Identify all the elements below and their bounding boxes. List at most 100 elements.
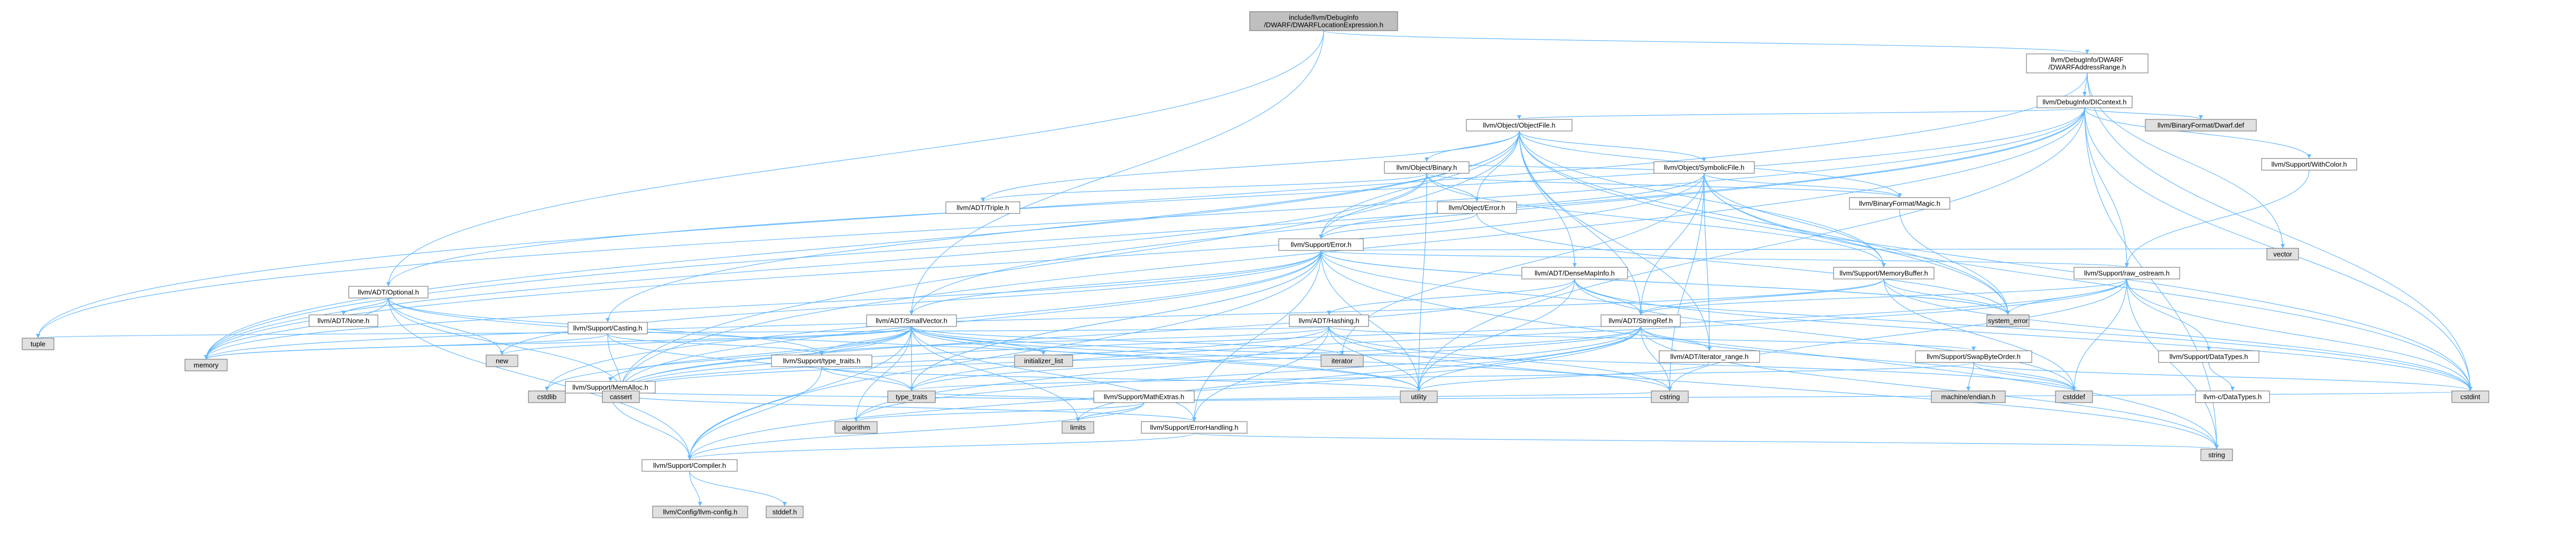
edge-compiler-to-llvmconfig: [689, 471, 701, 507]
edge-arrowhead: [2215, 445, 2219, 449]
node-cstddef: cstddef: [2055, 390, 2093, 403]
edge-optional-to-none: [343, 297, 389, 315]
node-box: [2261, 158, 2357, 171]
node-root[interactable]: include/llvm/DebugInfo/DWARF/DWARFLocati…: [1249, 11, 1398, 31]
edge-objfile-to-densemapinfo: [1519, 130, 1575, 268]
node-box: [1141, 421, 1248, 434]
node-box: [2451, 390, 2489, 403]
node-objerror[interactable]: llvm/Object/Error.h: [1437, 201, 1517, 214]
node-typetraits[interactable]: llvm/Support/type_traits.h: [771, 355, 872, 367]
edge-stringref-to-limits: [1077, 326, 1641, 422]
node-densemapinfo[interactable]: llvm/ADT/DenseMapInfo.h: [1521, 267, 1628, 279]
edge-smallvector-to-iterator: [911, 326, 1343, 356]
node-box: [568, 322, 648, 334]
edge-binary-to-memory: [206, 173, 1427, 360]
node-box: [309, 314, 378, 327]
node-smallvector[interactable]: llvm/ADT/SmallVector.h: [866, 314, 957, 327]
node-hashing[interactable]: llvm/ADT/Hashing.h: [1289, 314, 1369, 327]
node-label: llvm/BinaryFormat/Dwarf.def: [2157, 122, 2244, 129]
node-llvmconfig: llvm/Config/llvm-config.h: [652, 506, 748, 518]
node-cstdint: cstdint: [2451, 390, 2489, 403]
edge-withcolor-to-rawostream: [2126, 170, 2310, 268]
edge-superror-to-utility: [1320, 250, 1419, 391]
node-memalloc[interactable]: llvm/Support/MemAlloc.h: [565, 381, 656, 394]
edge-errhandling-to-compiler: [689, 433, 1195, 460]
node-label: llvm/BinaryFormat/Magic.h: [1859, 200, 1940, 208]
edge-objfile-to-cstdint: [1519, 130, 2471, 391]
edge-hashing-to-algorithm: [855, 326, 1329, 422]
node-label: llvm/ADT/StringRef.h: [1608, 317, 1672, 325]
node-mathextras[interactable]: llvm/Support/MathExtras.h: [1093, 390, 1195, 403]
node-withcolor[interactable]: llvm/Support/WithColor.h: [2261, 158, 2357, 171]
node-dictx[interactable]: llvm/DebugInfo/DIContext.h: [2036, 96, 2133, 108]
node-box: [1849, 197, 1950, 210]
edge-arrowhead: [1971, 347, 1976, 351]
edge-mathextras-to-algorithm: [855, 402, 1145, 422]
node-box: [2073, 267, 2180, 279]
edge-optional-to-utility: [388, 297, 1419, 391]
node-box: [1249, 11, 1398, 31]
node-membuffer[interactable]: llvm/Support/MemoryBuffer.h: [1833, 267, 1935, 279]
node-new: new: [486, 355, 518, 367]
node-swapbyte[interactable]: llvm/Support/SwapByteOrder.h: [1915, 350, 2032, 363]
node-cdatatypes[interactable]: llvm-c/DataTypes.h: [2195, 390, 2270, 403]
node-box: [1651, 390, 1689, 403]
edge-arrowhead: [1327, 311, 1331, 315]
edge-binary-to-utility: [1418, 173, 1427, 391]
node-casting[interactable]: llvm/Support/Casting.h: [568, 322, 648, 334]
edge-swapbyte-to-cstdint: [1973, 362, 2471, 391]
node-box: [652, 506, 748, 518]
node-stringref[interactable]: llvm/ADT/StringRef.h: [1601, 314, 1681, 327]
edge-symbolic-to-memory: [206, 173, 1705, 360]
edge-smallvector-to-utility: [911, 326, 1419, 391]
edge-swapbyte-to-cstddef: [1973, 362, 2075, 391]
edge-arrowhead: [854, 417, 858, 422]
edge-memalloc-to-compiler: [610, 393, 690, 460]
node-triple[interactable]: llvm/ADT/Triple.h: [945, 201, 1020, 214]
edge-smallvector-to-algorithm: [855, 326, 912, 422]
edge-symbolic-to-membuffer: [1704, 173, 1884, 268]
node-magic[interactable]: llvm/BinaryFormat/Magic.h: [1849, 197, 1950, 210]
edge-root-to-optional: [388, 30, 1324, 287]
edge-superror-to-cstdint: [1320, 250, 2471, 391]
edge-arrowhead: [909, 387, 914, 391]
node-box: [486, 355, 518, 367]
edge-arrowhead: [1517, 115, 1521, 119]
edge-smallvector-to-errhandling: [911, 326, 1195, 422]
node-label: llvm/Support/type_traits.h: [783, 357, 861, 365]
node-box: [2200, 449, 2233, 461]
edge-iterrange-to-utility: [1418, 362, 1710, 391]
edge-hashing-to-tuple: [38, 326, 1329, 339]
node-addrrange[interactable]: llvm/DebugInfo/DWARF/DWARFAddressRange.h: [2026, 53, 2149, 73]
node-rawostream[interactable]: llvm/Support/raw_ostream.h: [2073, 267, 2180, 279]
edge-symbolic-to-iterator: [1342, 173, 1705, 356]
edge-arrowhead: [1192, 417, 1196, 422]
edge-smallvector-to-memalloc: [610, 326, 912, 382]
node-objfile[interactable]: llvm/Object/ObjectFile.h: [1466, 119, 1573, 132]
edge-arrowhead: [2307, 154, 2311, 158]
edge-typetraits-to-compiler: [689, 366, 822, 460]
node-stddef: stddef.h: [766, 506, 804, 518]
edge-arrowhead: [1707, 347, 1712, 351]
node-iterrange[interactable]: llvm/ADT/iterator_range.h: [1659, 350, 1760, 363]
edge-arrowhead: [2006, 311, 2010, 315]
node-symbolic[interactable]: llvm/Object/SymbolicFile.h: [1653, 161, 1755, 174]
node-binary[interactable]: llvm/Object/Binary.h: [1384, 161, 1470, 174]
node-datatypes[interactable]: llvm/Support/DataTypes.h: [2158, 350, 2259, 363]
node-optional[interactable]: llvm/ADT/Optional.h: [348, 286, 429, 299]
edge-binary-to-superror: [1320, 173, 1427, 239]
node-label: llvm/Support/Casting.h: [573, 324, 643, 332]
node-label: llvm/Config/llvm-config.h: [663, 508, 738, 516]
node-limits: limits: [1062, 421, 1094, 434]
edge-arrowhead: [1425, 157, 1429, 162]
node-tuple: tuple: [22, 338, 54, 350]
node-compiler[interactable]: llvm/Support/Compiler.h: [641, 459, 738, 472]
node-none[interactable]: llvm/ADT/None.h: [309, 314, 378, 327]
node-superror[interactable]: llvm/Support/Error.h: [1278, 238, 1364, 251]
node-label: llvm/ADT/DenseMapInfo.h: [1535, 269, 1615, 277]
edge-mathextras-to-cstdint: [1143, 390, 2471, 403]
edge-objfile-to-triple: [982, 130, 1520, 202]
edge-arrowhead: [204, 355, 208, 359]
node-errhandling[interactable]: llvm/Support/ErrorHandling.h: [1141, 421, 1248, 434]
edge-superror-to-typetraitsstd: [911, 250, 1322, 391]
